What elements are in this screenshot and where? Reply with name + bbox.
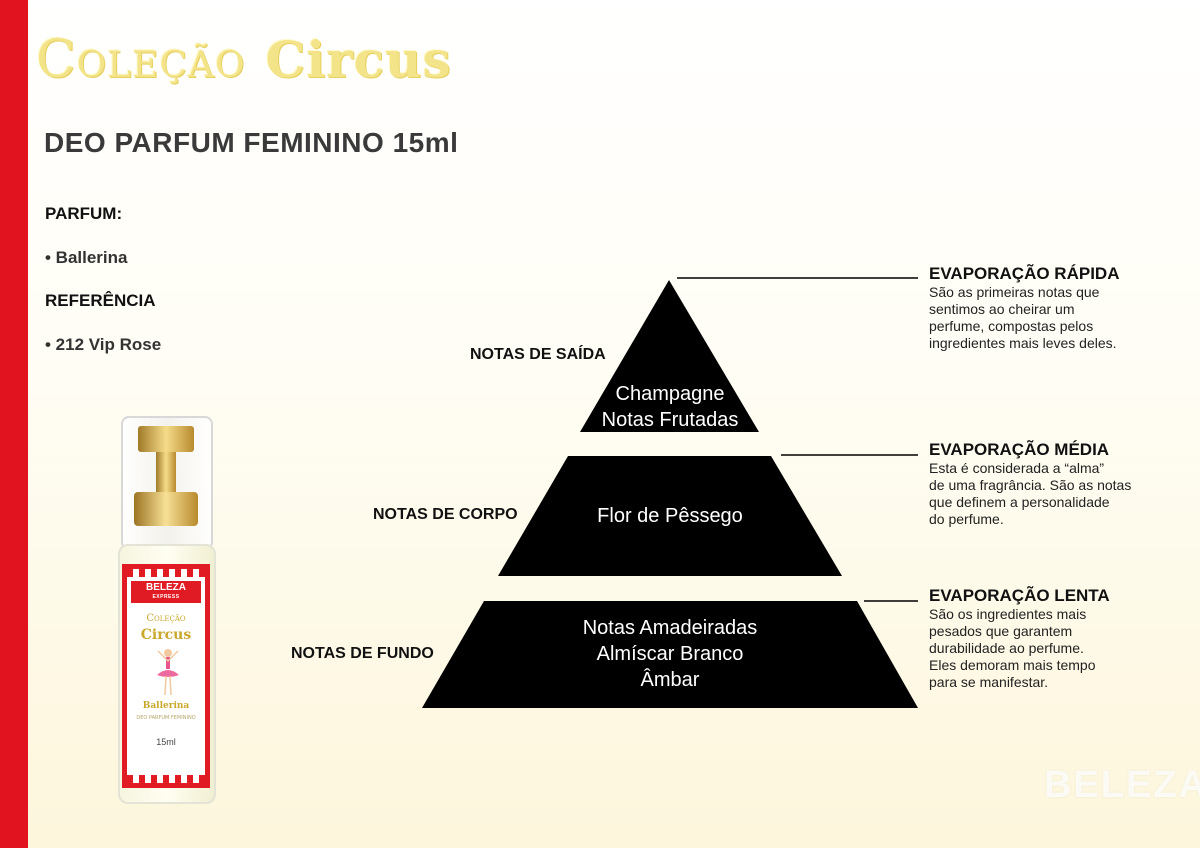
evap-desc-line: para se manifestar. xyxy=(929,674,1049,690)
middle-notes-text: Flor de Pêssego xyxy=(560,503,780,529)
evap-desc-line: do perfume. xyxy=(929,511,1004,527)
evap-desc-top: São as primeiras notas que sentimos ao c… xyxy=(929,284,1117,352)
label-line2: Circus xyxy=(140,627,192,643)
top-notes-text: Champagne Notas Frutadas xyxy=(580,381,760,433)
top-note-item: Champagne xyxy=(615,383,725,405)
evap-desc-line: perfume, compostas pelos xyxy=(929,318,1094,334)
label-stripes-bottom xyxy=(127,775,205,783)
label-stripes-top xyxy=(127,569,205,577)
title-circus: Circus xyxy=(265,30,452,89)
evap-desc-line: que definem a personalidade xyxy=(929,494,1110,510)
middle-note-item: Flor de Pêssego xyxy=(597,505,743,527)
page-subtitle: DEO PARFUM FEMININO 15ml xyxy=(44,127,459,158)
evap-desc-bottom: São os ingredientes mais pesados que gar… xyxy=(929,606,1096,691)
evap-desc-line: de uma fragrância. São as notas xyxy=(929,477,1132,493)
evap-title-bottom: EVAPORAÇÃO LENTA xyxy=(929,586,1110,605)
parfum-label: PARFUM: xyxy=(45,204,123,223)
red-side-strip xyxy=(0,0,28,848)
referencia-label: REFERÊNCIA xyxy=(45,291,156,310)
bottom-note-item: Almíscar Branco xyxy=(596,643,744,665)
evap-desc-line: Esta é considerada a “alma” xyxy=(929,460,1105,476)
label-brand-sub: EXPRESS xyxy=(152,594,180,600)
bottle-sprayer xyxy=(138,426,194,452)
label-brand-name: BELEZA xyxy=(146,582,186,593)
top-note-item: Notas Frutadas xyxy=(601,409,739,431)
bottom-notes-text: Notas Amadeiradas Almíscar Branco Âmbar xyxy=(540,615,800,693)
bottom-note-item: Âmbar xyxy=(640,669,700,691)
label-line1: Coleção xyxy=(146,613,186,624)
notes-label-middle: NOTAS DE CORPO xyxy=(373,506,518,523)
pyramid-tier-middle xyxy=(498,456,842,576)
evap-desc-line: ingredientes mais leves deles. xyxy=(929,335,1117,351)
label-small-text: DEO PARFUM FEMININO xyxy=(136,715,196,721)
pyramid-tier-bottom xyxy=(422,601,918,708)
label-name: Ballerina xyxy=(142,701,190,711)
evap-desc-line: pesados que garantem xyxy=(929,623,1073,639)
pyramid-tier-top xyxy=(580,280,759,432)
evap-desc-line: durabilidade ao perfume. xyxy=(929,640,1084,656)
evap-desc-line: sentimos ao cheirar um xyxy=(929,301,1075,317)
notes-label-top: NOTAS DE SAÍDA xyxy=(470,346,606,363)
evap-desc-line: São os ingredientes mais xyxy=(929,606,1087,622)
bottle-collar xyxy=(134,492,198,526)
page-title: Coleção Circus xyxy=(36,30,452,90)
label-volume: 15ml xyxy=(156,737,176,747)
title-colecao: Coleção xyxy=(36,30,246,90)
referencia-value: • 212 Vip Rose xyxy=(45,335,162,354)
evap-desc-line: São as primeiras notas que xyxy=(929,284,1100,300)
evap-desc-middle: Esta é considerada a “alma” de uma fragr… xyxy=(929,460,1131,528)
notes-label-bottom: NOTAS DE FUNDO xyxy=(291,645,434,662)
brand-watermark: BELEZA xyxy=(1044,764,1200,806)
evap-title-middle: EVAPORAÇÃO MÉDIA xyxy=(929,440,1110,459)
bottom-note-item: Notas Amadeiradas xyxy=(582,617,758,639)
parfum-value: • Ballerina xyxy=(45,248,128,267)
ballerina-icon xyxy=(157,649,179,696)
evap-title-top: EVAPORAÇÃO RÁPIDA xyxy=(929,264,1120,283)
evap-desc-line: Eles demoram mais tempo xyxy=(929,657,1096,673)
